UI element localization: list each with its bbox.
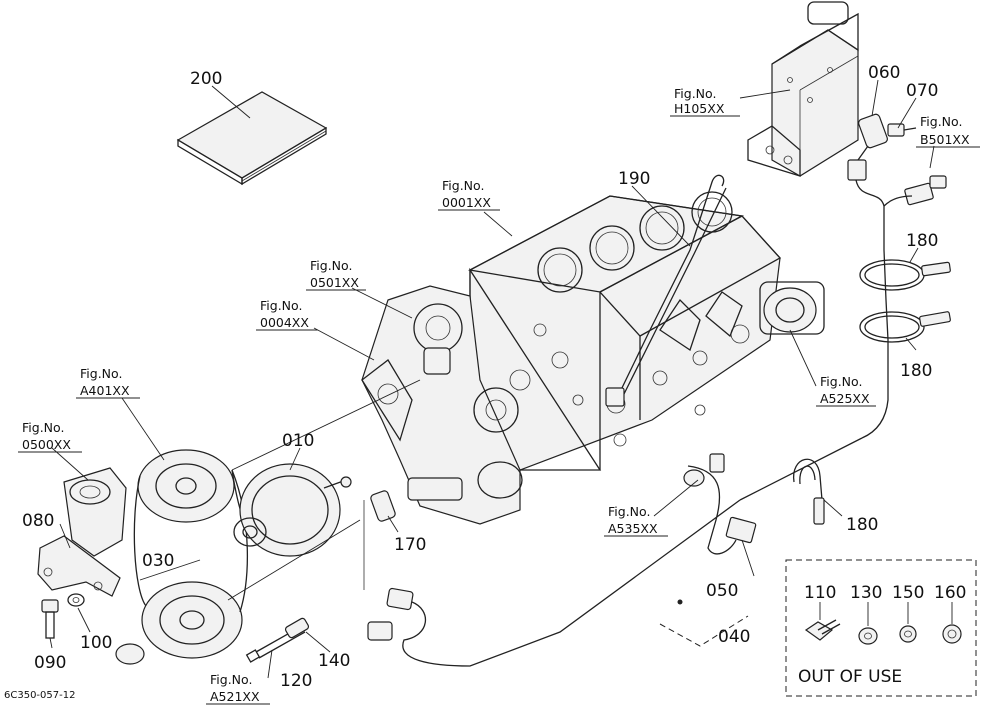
fig-ref-b501-prefix: Fig.No. [920, 114, 962, 129]
fig-ref-a401-prefix: Fig.No. [80, 366, 122, 381]
fig-ref-b501-code: B501XX [920, 132, 970, 147]
fig-ref-h105-prefix: Fig.No. [674, 86, 716, 101]
part-label-120: 120 [280, 671, 312, 691]
fig-ref-a535-code: A535XX [608, 521, 658, 536]
part-label-050: 050 [706, 581, 738, 601]
fig-ref-a535-prefix: Fig.No. [608, 504, 650, 519]
part-label-110: 110 [804, 583, 836, 603]
fig-ref-a525-code: A525XX [820, 391, 870, 406]
fig-ref-0500-code: 0500XX [22, 437, 71, 452]
gear-case-drawing [313, 285, 523, 525]
fig-ref-a521-prefix: Fig.No. [210, 672, 252, 687]
cable-ties-drawing [793, 247, 951, 525]
part-label-150: 150 [892, 583, 924, 603]
bolts-and-spacers-drawing [115, 490, 399, 679]
fig-ref-a521-code: A521XX [210, 689, 260, 704]
part-label-200: 200 [190, 69, 222, 89]
mounting-bracket-drawing [739, 1, 859, 177]
part-label-140: 140 [318, 651, 350, 671]
part-label-010: 010 [282, 431, 314, 451]
fig-ref-a401-code: A401XX [80, 383, 130, 398]
fig-ref-0001-prefix: Fig.No. [442, 178, 484, 193]
part-label-190: 190 [618, 169, 650, 189]
part-label-030: 030 [142, 551, 174, 571]
belt-and-alternator-drawing [121, 379, 421, 659]
fig-ref-0500-prefix: Fig.No. [22, 420, 64, 435]
thermostat-and-bracket-drawing [37, 447, 127, 649]
wire-harness-drawing [363, 453, 757, 667]
fig-ref-0004-code: 0004XX [260, 315, 309, 330]
part-label-060: 060 [868, 63, 900, 83]
part-label-170: 170 [394, 535, 426, 555]
bolt-110-drawing [804, 619, 841, 641]
part-label-100: 100 [80, 633, 112, 653]
part-label-090: 090 [34, 653, 66, 673]
fig-ref-0004-prefix: Fig.No. [260, 298, 302, 313]
sensor-and-harness-drawing [739, 79, 947, 501]
part-label-080: 080 [22, 511, 54, 531]
fig-ref-0501-prefix: Fig.No. [310, 258, 352, 273]
figure-code: 6C350-057-12 [4, 690, 75, 701]
part-label-180-bottom: 180 [846, 515, 878, 535]
part-label-130: 130 [850, 583, 882, 603]
part-label-160: 160 [934, 583, 966, 603]
engine-block-drawing [468, 174, 825, 471]
nut-160-drawing [942, 624, 962, 644]
fig-ref-0501-code: 0501XX [310, 275, 359, 290]
part-label-070: 070 [906, 81, 938, 101]
lock-washer-150-drawing [899, 625, 917, 643]
out-of-use-label: OUT OF USE [798, 667, 902, 687]
fig-ref-a525-prefix: Fig.No. [820, 374, 862, 389]
part-label-180-top: 180 [906, 231, 938, 251]
fig-ref-underlines [18, 115, 980, 705]
manual-booklet-drawing [176, 85, 328, 186]
part-label-180-middle: 180 [900, 361, 932, 381]
washer-130-drawing [858, 627, 878, 645]
part-label-040: 040 [718, 627, 750, 647]
fig-ref-h105-code: H105XX [674, 101, 725, 116]
out-of-use-box [785, 559, 977, 697]
fig-ref-0001-code: 0001XX [442, 195, 491, 210]
